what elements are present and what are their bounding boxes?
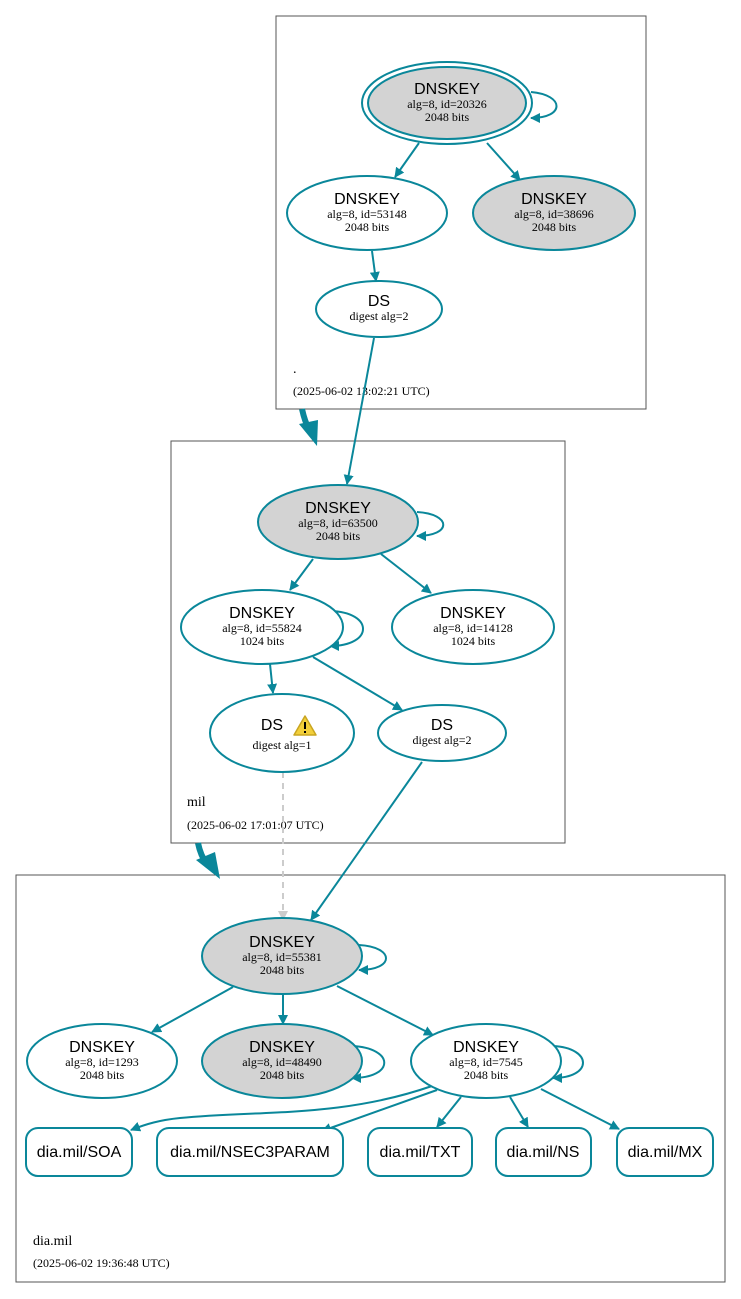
root-zsk2-node[interactable]: DNSKEY alg=8, id=38696 2048 bits <box>472 175 636 251</box>
dia-ksk-bits: 2048 bits <box>260 963 305 977</box>
dia-key1-alg: alg=8, id=1293 <box>65 1055 139 1069</box>
dia-key2-node[interactable]: DNSKEY alg=8, id=48490 2048 bits <box>201 1023 363 1099</box>
mil-zsk2-node[interactable]: DNSKEY alg=8, id=14128 1024 bits <box>391 589 555 665</box>
mil-zsk2-bits: 1024 bits <box>451 634 496 648</box>
edge-dia-ksk-to-k1 <box>151 986 234 1033</box>
root-ksk-node[interactable]: DNSKEY alg=8, id=20326 2048 bits <box>361 61 533 145</box>
mil-zsk1-alg: alg=8, id=55824 <box>222 621 302 635</box>
rrset-nsec3param[interactable]: dia.mil/NSEC3PARAM <box>156 1127 344 1177</box>
zone-dia-mil-timestamp: (2025-06-02 19:36:48 UTC) <box>33 1256 170 1270</box>
zone-mil: mil (2025-06-02 17:01:07 UTC) <box>170 440 566 844</box>
root-zsk2-title: DNSKEY <box>521 191 587 208</box>
mil-ds1-node[interactable]: DS digest alg=1 <box>209 693 355 773</box>
root-zsk1-title: DNSKEY <box>334 191 400 208</box>
mil-ksk-alg: alg=8, id=63500 <box>298 516 378 530</box>
mil-zsk1-node[interactable]: DNSKEY alg=8, id=55824 1024 bits <box>180 589 344 665</box>
mil-ksk-bits: 2048 bits <box>316 529 361 543</box>
dia-key2-title: DNSKEY <box>249 1039 315 1056</box>
root-ksk-alg: alg=8, id=20326 <box>407 97 487 111</box>
edge-dia-k2-self <box>351 1045 385 1083</box>
delegation-root-to-mil <box>299 408 318 446</box>
edge-dia-k3-to-ns <box>509 1096 529 1128</box>
mil-ds2-node[interactable]: DS digest alg=2 <box>377 704 507 762</box>
edge-dia-k3-to-soa <box>130 1085 433 1132</box>
zone-root-name: . <box>293 362 297 377</box>
root-ds-digest: digest alg=2 <box>349 309 408 323</box>
mil-ds2-title: DS <box>431 717 453 734</box>
zone-mil-timestamp: (2025-06-02 17:01:07 UTC) <box>187 818 324 832</box>
mil-ds1-digest: digest alg=1 <box>252 738 311 752</box>
rrset-mx[interactable]: dia.mil/MX <box>616 1127 714 1177</box>
root-zsk2-bits: 2048 bits <box>532 220 577 234</box>
mil-ksk-node[interactable]: DNSKEY alg=8, id=63500 2048 bits <box>257 484 419 560</box>
mil-ds2-digest: digest alg=2 <box>412 733 471 747</box>
edge-dia-k3-to-mx <box>540 1088 620 1130</box>
edge-dia-ksk-to-k3 <box>336 985 434 1036</box>
dia-key3-bits: 2048 bits <box>464 1068 509 1082</box>
rrset-soa-label: dia.mil/SOA <box>37 1144 122 1161</box>
edge-mil-ksk-to-zsk2 <box>380 553 432 594</box>
zone-mil-name: mil <box>187 795 206 810</box>
root-ds-node[interactable]: DS digest alg=2 <box>315 280 443 338</box>
rrset-mx-label: dia.mil/MX <box>628 1144 703 1161</box>
rrset-ns[interactable]: dia.mil/NS <box>495 1127 592 1177</box>
dia-ksk-title: DNSKEY <box>249 934 315 951</box>
rrset-txt[interactable]: dia.mil/TXT <box>367 1127 473 1177</box>
edge-dia-ksk-self <box>358 944 387 975</box>
zone-dia-mil-name: dia.mil <box>33 1234 72 1249</box>
root-ksk-bits: 2048 bits <box>425 110 470 124</box>
dia-key2-bits: 2048 bits <box>260 1068 305 1082</box>
rrset-txt-label: dia.mil/TXT <box>380 1144 461 1161</box>
edge-root-ds-to-mil-ksk <box>343 337 375 485</box>
edge-dia-k3-self <box>552 1045 584 1083</box>
edge-root-ksk-self <box>530 91 558 123</box>
mil-zsk1-bits: 1024 bits <box>240 634 285 648</box>
delegation-mil-to-dia-mil <box>195 842 220 879</box>
root-zsk2-alg: alg=8, id=38696 <box>514 207 594 221</box>
root-zsk1-alg: alg=8, id=53148 <box>327 207 407 221</box>
zone-root: . (2025-06-02 13:02:21 UTC) <box>275 15 647 410</box>
mil-ds1-title: DS <box>261 717 283 734</box>
dia-key1-title: DNSKEY <box>69 1039 135 1056</box>
edge-mil-zsk1-to-ds2 <box>312 656 403 711</box>
rrset-nsec3param-label: dia.mil/NSEC3PARAM <box>170 1144 330 1161</box>
mil-zsk2-title: DNSKEY <box>440 605 506 622</box>
dia-key2-alg: alg=8, id=48490 <box>242 1055 322 1069</box>
edge-root-ksk-to-zsk2 <box>486 142 521 181</box>
edges <box>130 91 620 1133</box>
dia-key1-node[interactable]: DNSKEY alg=8, id=1293 2048 bits <box>26 1023 178 1099</box>
edge-mil-ds2-to-dia-ksk <box>310 761 423 921</box>
edge-mil-ksk-to-zsk1 <box>289 558 314 591</box>
rrset-soa[interactable]: dia.mil/SOA <box>25 1127 133 1177</box>
edge-mil-zsk1-to-ds1 <box>267 663 278 694</box>
edge-root-ksk-to-zsk1 <box>394 142 420 178</box>
rrset-ns-label: dia.mil/NS <box>507 1144 580 1161</box>
warning-icon <box>293 715 317 736</box>
edge-root-zsk1-to-ds <box>369 250 380 282</box>
zone-root-timestamp: (2025-06-02 13:02:21 UTC) <box>293 384 430 398</box>
zone-dia-mil: dia.mil (2025-06-02 19:36:48 UTC) <box>15 874 726 1283</box>
mil-zsk2-alg: alg=8, id=14128 <box>433 621 513 635</box>
edge-mil-ksk-self <box>416 511 445 541</box>
mil-ksk-title: DNSKEY <box>305 500 371 517</box>
dia-key3-node[interactable]: DNSKEY alg=8, id=7545 2048 bits <box>410 1023 562 1099</box>
dia-ksk-node[interactable]: DNSKEY alg=8, id=55381 2048 bits <box>201 917 363 995</box>
dia-key3-title: DNSKEY <box>453 1039 519 1056</box>
root-ds-title: DS <box>368 293 390 310</box>
mil-zsk1-title: DNSKEY <box>229 605 295 622</box>
dia-ksk-alg: alg=8, id=55381 <box>242 950 322 964</box>
root-zsk1-node[interactable]: DNSKEY alg=8, id=53148 2048 bits <box>286 175 448 251</box>
root-zsk1-bits: 2048 bits <box>345 220 390 234</box>
dia-key3-alg: alg=8, id=7545 <box>449 1055 523 1069</box>
dia-key1-bits: 2048 bits <box>80 1068 125 1082</box>
edge-dia-k3-to-txt <box>436 1096 462 1128</box>
edge-mil-zsk1-self <box>329 610 364 651</box>
edge-dia-k3-to-nsec3param <box>321 1089 438 1133</box>
root-ksk-title: DNSKEY <box>414 81 480 98</box>
